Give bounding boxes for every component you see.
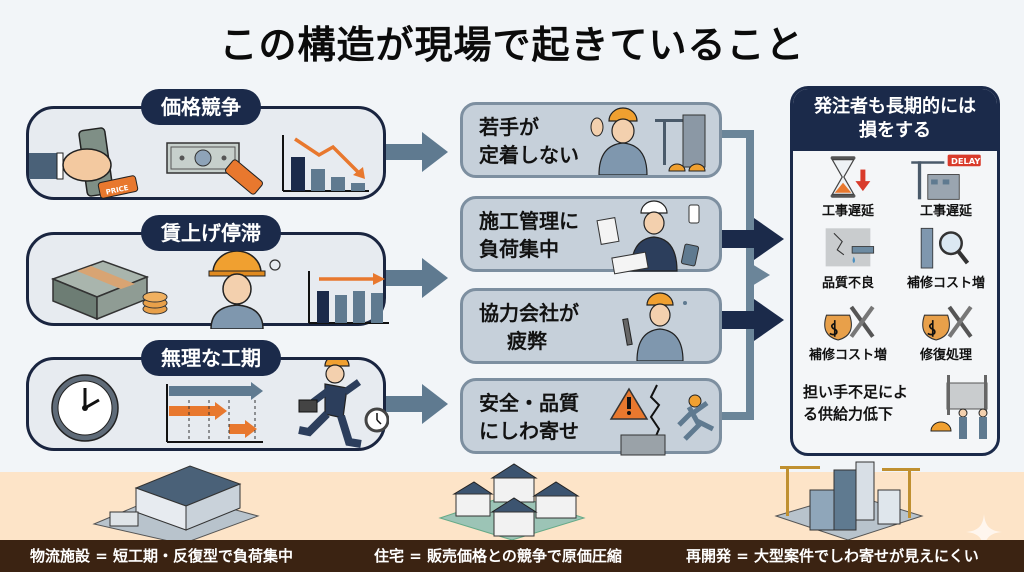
sparkle-icon [966, 514, 1002, 550]
warning-falling-worker-icon [609, 384, 715, 456]
connector-bracket [722, 130, 784, 420]
effect-line: 負荷集中 [479, 237, 559, 261]
logistics-warehouse-icon [92, 465, 260, 540]
cause-label: 賃上げ停滞 [141, 215, 281, 251]
unreasonable-schedule-illustration [51, 360, 389, 448]
result-grid: 工事遅延 DELAY 工事遅延 品質不良 [799, 153, 995, 367]
hourglass-icon [830, 156, 871, 198]
hand-squeezing-money-icon: PRICE [29, 127, 139, 199]
effect-text: 安全・品質 にしわ寄せ [479, 389, 599, 445]
result-caption: 工事遅延 [821, 204, 874, 219]
result-item-construction-delay: 工事遅延 [799, 153, 897, 223]
effect-text: 若手が 定着しない [479, 113, 599, 169]
result-item-repair-cost-increase: 補修コスト増 [897, 225, 995, 295]
footer-redevelopment: 再開発 = 大型案件でしわ寄せが見えにくい [686, 547, 979, 565]
result-header-line: 発注者も長期的には [814, 96, 976, 117]
result-caption: 補修コスト増 [808, 348, 887, 363]
result-item-restoration: 修復処理 [897, 297, 995, 367]
cracked-wall-leak-icon [825, 228, 875, 267]
clock-icon [51, 374, 119, 442]
result-item-poor-quality: 品質不良 [799, 225, 897, 295]
effect-management-overload: 施工管理に 負荷集中 [460, 196, 722, 275]
result-panel: 発注者も長期的には 損をする 工事遅延 DELAY [790, 86, 1000, 456]
effect-safety-quality-strain: 安全・品質 にしわ寄せ [460, 378, 722, 456]
redevelopment-skyscrapers-icon [774, 461, 924, 540]
residential-houses-icon [438, 463, 586, 540]
effect-line: 定着しない [479, 143, 579, 167]
money-bag-tools-icon [922, 305, 973, 341]
pipe-inspection-icon [920, 227, 970, 269]
result-caption: 品質不良 [821, 276, 874, 291]
money-bag-tools-icon [824, 305, 875, 341]
cause-label: 価格競争 [141, 89, 261, 125]
declining-bar-chart-icon [282, 135, 369, 192]
effect-line: 疲弊 [507, 329, 547, 353]
overloaded-manager-icon [596, 200, 700, 275]
workers-structure-icon [930, 375, 988, 439]
result-caption: 修復処理 [919, 348, 972, 363]
result-item-repair-cost-increase-2: 補修コスト増 [799, 297, 897, 367]
arrow-right-icon [386, 258, 448, 298]
running-businessman-icon [298, 360, 389, 448]
footer-bar: 物流施設 = 短工期・反復型で負荷集中 住宅 = 販売価格との競争で原価圧縮 再… [0, 540, 1024, 572]
effect-line: 協力会社が [479, 301, 579, 325]
exhausted-worker-icon [622, 292, 687, 361]
effect-text: 施工管理に 負荷集中 [479, 207, 599, 263]
money-stack-with-coins-icon [50, 260, 168, 321]
banknote-with-price-tag-icon [166, 142, 263, 195]
result-header-line: 損をする [859, 120, 931, 141]
gantt-schedule-icon [166, 382, 263, 443]
effect-line: 施工管理に [479, 209, 579, 233]
arrow-right-icon [386, 132, 448, 172]
cause-panel-unreasonable-schedule: 無理な工期 [26, 340, 389, 451]
waving-young-worker-icon [590, 107, 706, 175]
effect-line: 安全・品質 [479, 391, 579, 415]
price-competition-illustration: PRICE [29, 127, 369, 199]
cause-panel-price-competition: PRICE 価格競争 [26, 89, 386, 200]
result-caption: 工事遅延 [919, 204, 972, 219]
crane-delay-icon: DELAY [911, 154, 981, 200]
page-title: この構造が現場で起きていること [219, 23, 805, 67]
wage-stagnation-illustration [50, 250, 389, 329]
arrow-right-icon [386, 384, 448, 424]
result-supply-decline: 担い手不足によ る供給力低下 [803, 381, 923, 425]
footer-housing: 住宅 = 販売価格との競争で原価圧縮 [374, 547, 622, 565]
effect-text: 協力会社が 疲弊 [479, 299, 599, 355]
worried-worker-icon [208, 250, 281, 329]
result-bottom-line: る供給力低下 [803, 405, 894, 423]
flat-bar-chart-icon [308, 271, 389, 324]
footer-logistics: 物流施設 = 短工期・反復型で負荷集中 [30, 547, 294, 565]
delay-badge-text: DELAY [951, 156, 981, 166]
cause-panel-wage-stagnation: 賃上げ停滞 [26, 215, 389, 329]
result-header: 発注者も長期的には 損をする [793, 89, 997, 151]
bottom-illustration-band [0, 461, 1024, 550]
result-caption: 補修コスト増 [906, 276, 985, 291]
effect-line: にしわ寄せ [479, 419, 579, 443]
result-bottom-line: 担い手不足によ [803, 383, 909, 401]
effect-line: 若手が [479, 115, 539, 139]
effect-young-workers-leave: 若手が 定着しない [460, 102, 722, 178]
cause-label: 無理な工期 [141, 340, 281, 376]
result-item-construction-delay-crane: DELAY 工事遅延 [897, 153, 995, 223]
effect-subcontractors-exhausted: 協力会社が 疲弊 [460, 288, 722, 364]
